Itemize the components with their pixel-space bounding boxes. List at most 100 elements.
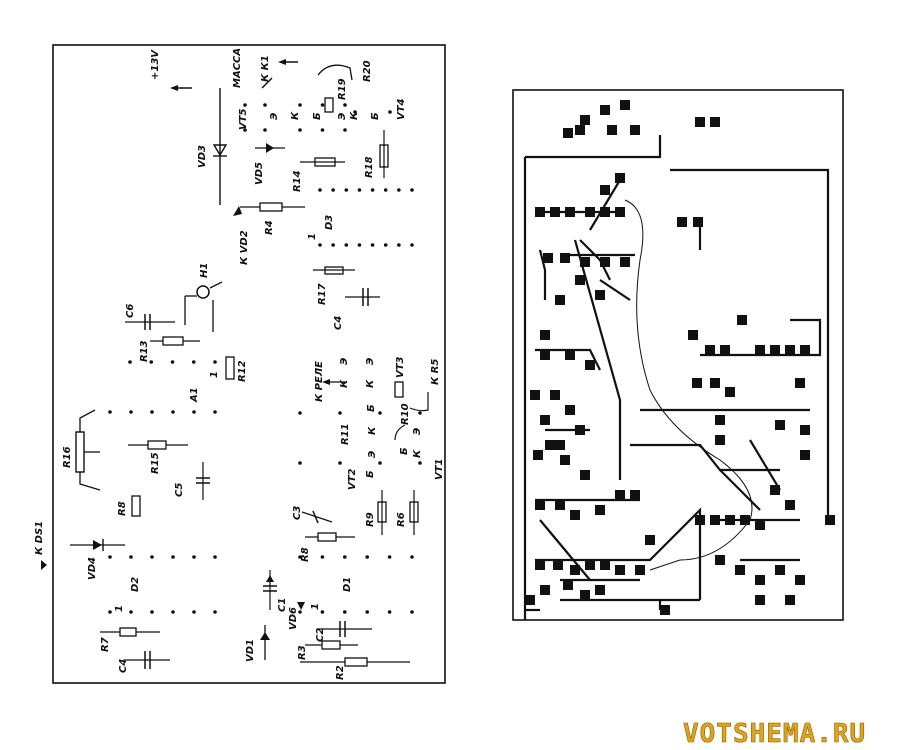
r8-label: R8: [117, 501, 128, 516]
r8-resistor: [131, 495, 141, 517]
pcb-pad: [692, 378, 702, 388]
pcb-pad: [620, 100, 630, 110]
r5-wire: [409, 392, 429, 412]
r6-label: R6: [396, 512, 407, 527]
pad-dot: [418, 461, 422, 465]
pad-dot: [378, 461, 382, 465]
pcb-pad: [540, 350, 550, 360]
pcb-pad: [755, 575, 765, 585]
power-label: +13V: [150, 49, 161, 80]
pad-dot: [108, 610, 112, 614]
pcb-pad: [710, 515, 720, 525]
pad-dot: [192, 410, 196, 414]
pcb-pad: [688, 330, 698, 340]
pad-dot: [213, 410, 217, 414]
pad-dot: [243, 103, 247, 107]
pad-dot: [344, 188, 349, 192]
pcb-pad: [725, 387, 735, 397]
r3-resistor: [305, 640, 358, 650]
pad-dot: [343, 103, 347, 107]
d3-pin-one: 1: [307, 233, 318, 240]
c6-capacitor: [125, 314, 175, 330]
pcb-pad: [575, 275, 585, 285]
pcb-pad: [620, 257, 630, 267]
pcb-pad: [580, 470, 590, 480]
r15-resistor: [128, 440, 188, 450]
r19-label: R19: [337, 78, 348, 100]
vt1-label: VT1: [434, 458, 445, 480]
pcb-pad: [555, 295, 565, 305]
r7-label: R7: [100, 637, 111, 652]
c6-label: C6: [125, 304, 136, 318]
r2-label: R2: [335, 665, 346, 680]
d1-pin-one: 1: [310, 603, 321, 610]
pcb-traces: [512, 89, 844, 621]
pcb-pad: [575, 125, 585, 135]
pad-dot: [410, 610, 414, 614]
pcb-trace: [749, 439, 781, 491]
vt3-pin-e: Э: [365, 358, 376, 365]
pcb-pad: [550, 390, 560, 400]
k1-arrow: [278, 59, 298, 65]
d3-label: D3: [324, 215, 335, 230]
pcb-pad: [725, 515, 735, 525]
r19-resistor: [324, 97, 334, 113]
vd5-label: VD5: [254, 162, 265, 185]
vt4-pin-b: Б: [370, 112, 381, 120]
r7-resistor: [100, 627, 160, 637]
r10-resistor: [394, 381, 404, 398]
pcb-trace: [670, 168, 830, 520]
pcb-trace: [535, 507, 702, 600]
r15-label: R15: [150, 452, 161, 474]
vt4-label: VT4: [396, 98, 407, 120]
pad-dot: [387, 610, 392, 614]
pcb-pad: [607, 125, 617, 135]
c1-label: C1: [277, 598, 288, 612]
pcb-pad: [715, 415, 725, 425]
pad-dot: [171, 410, 175, 414]
vt3-pin-b: Б: [366, 404, 377, 412]
pcb-pad: [693, 217, 703, 227]
pcb-trace: [538, 249, 547, 300]
pcb-pad: [600, 560, 610, 570]
vd2-arrow: [233, 206, 242, 216]
pad-dot: [108, 410, 112, 414]
pcb-pad: [695, 515, 705, 525]
pin-b-label: Б: [312, 112, 323, 120]
vd1-diode: [260, 625, 270, 660]
r12-resistor: [225, 356, 235, 380]
d2-label: D2: [130, 577, 141, 592]
a1-label: A1: [189, 387, 200, 403]
pcb-pad: [660, 605, 670, 615]
r18-label: R18: [364, 156, 375, 178]
pad-dot: [298, 103, 302, 107]
vt5-pin-k: К: [290, 111, 301, 120]
r20-wire: [317, 64, 353, 81]
rele-arrow: [322, 379, 330, 385]
pcb-trace: [525, 135, 662, 159]
pcb-pad: [615, 490, 625, 500]
pad-dot: [365, 555, 370, 559]
c5-capacitor: [196, 462, 210, 500]
pad-dot: [298, 411, 302, 415]
pcb-pad: [555, 440, 565, 450]
vd1-label: VD1: [245, 639, 256, 662]
pcb-jumper-wire: [624, 199, 753, 571]
pcb-pad: [565, 405, 575, 415]
r4-resistor: [240, 202, 305, 212]
pcb-trace: [539, 519, 591, 581]
pad-dot: [320, 103, 325, 107]
ground-wire: [261, 77, 273, 89]
pcb-pad: [630, 125, 640, 135]
pad-dot: [213, 555, 217, 559]
pad-dot: [129, 555, 133, 559]
r16-label: R16: [62, 446, 73, 468]
pcb-pad: [540, 585, 550, 595]
pcb-pad: [785, 345, 795, 355]
pcb-trace: [573, 239, 622, 480]
vt3-pin-k: К: [365, 379, 376, 388]
c2-label: C2: [315, 628, 326, 642]
pcb-pad: [755, 595, 765, 605]
h1-led: [184, 281, 223, 332]
pcb-pad: [645, 535, 655, 545]
